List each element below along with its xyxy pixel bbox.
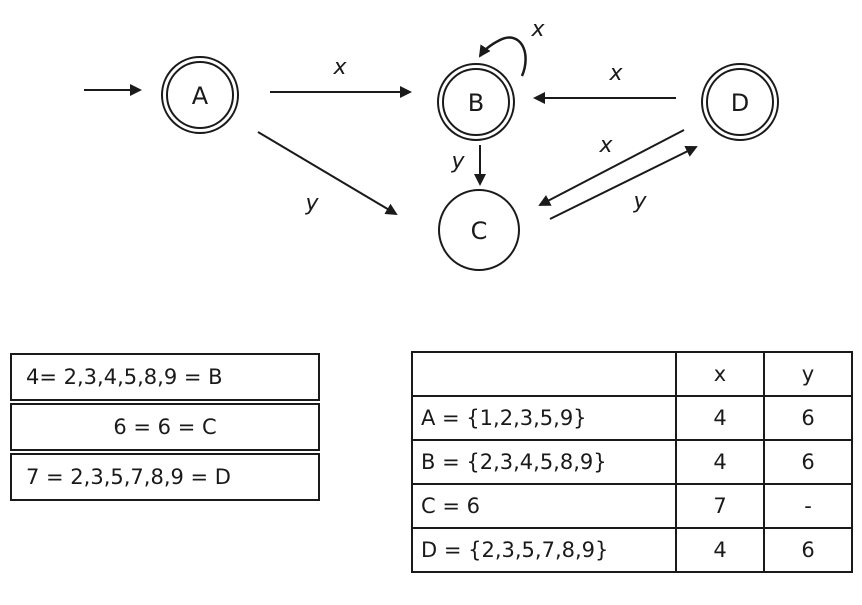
mapping-text-d: 7 = 2,3,5,7,8,9 = D <box>26 465 231 489</box>
state-d: D <box>701 63 779 141</box>
transition-table: x y A = {1,2,3,5,9} 4 6 B = {2,3,4,5,8,9… <box>411 351 853 573</box>
state-c: C <box>438 189 520 271</box>
state-b: B <box>437 63 515 141</box>
edge-c-d <box>549 146 698 220</box>
table-header-y: y <box>763 351 853 397</box>
table-cell-y: 6 <box>763 527 853 573</box>
edge-a-c <box>257 131 398 216</box>
mapping-text-c: 6 = 6 = C <box>113 415 217 439</box>
table-cell-x: 7 <box>675 483 765 529</box>
table-cell-state: C = 6 <box>411 483 677 529</box>
state-d-label: D <box>731 89 749 117</box>
edge-d-b-label: x <box>608 61 623 86</box>
table-header-x: x <box>675 351 765 397</box>
table-header-row: x y <box>411 351 853 397</box>
dfa-diagram: A B C D x y x y x x y <box>84 17 779 271</box>
state-a-label: A <box>192 82 209 110</box>
edge-a-c-label: y <box>304 191 319 216</box>
table-cell-x: 4 <box>675 439 765 485</box>
table-cell-state: B = {2,3,4,5,8,9} <box>411 439 677 485</box>
edge-a-b-label: x <box>332 55 347 80</box>
mapping-box-d: 7 = 2,3,5,7,8,9 = D <box>10 453 320 501</box>
table-cell-x: 4 <box>675 395 765 441</box>
table-cell-state: A = {1,2,3,5,9} <box>411 395 677 441</box>
table-cell-y: - <box>763 483 853 529</box>
table-row: C = 6 7 - <box>411 483 853 529</box>
table-cell-y: 6 <box>763 395 853 441</box>
state-c-label: C <box>471 217 488 245</box>
mapping-text-b: 4= 2,3,4,5,8,9 = B <box>26 365 223 389</box>
state-a: A <box>161 56 239 134</box>
table-cell-y: 6 <box>763 439 853 485</box>
edge-d-c-label: x <box>598 133 613 158</box>
mapping-box-b: 4= 2,3,4,5,8,9 = B <box>10 353 320 401</box>
edge-b-loop-label: x <box>530 17 545 42</box>
state-b-label: B <box>468 89 484 117</box>
table-cell-x: 4 <box>675 527 765 573</box>
table-header-state <box>411 351 677 397</box>
table-row: B = {2,3,4,5,8,9} 4 6 <box>411 439 853 485</box>
table-row: D = {2,3,5,7,8,9} 4 6 <box>411 527 853 573</box>
table-cell-state: D = {2,3,5,7,8,9} <box>411 527 677 573</box>
edge-b-loop <box>478 36 527 77</box>
mapping-box-c: 6 = 6 = C <box>10 403 320 451</box>
edge-d-c <box>538 129 685 206</box>
edge-c-d-label: y <box>632 189 647 214</box>
edge-b-c-label: y <box>450 149 465 174</box>
table-row: A = {1,2,3,5,9} 4 6 <box>411 395 853 441</box>
